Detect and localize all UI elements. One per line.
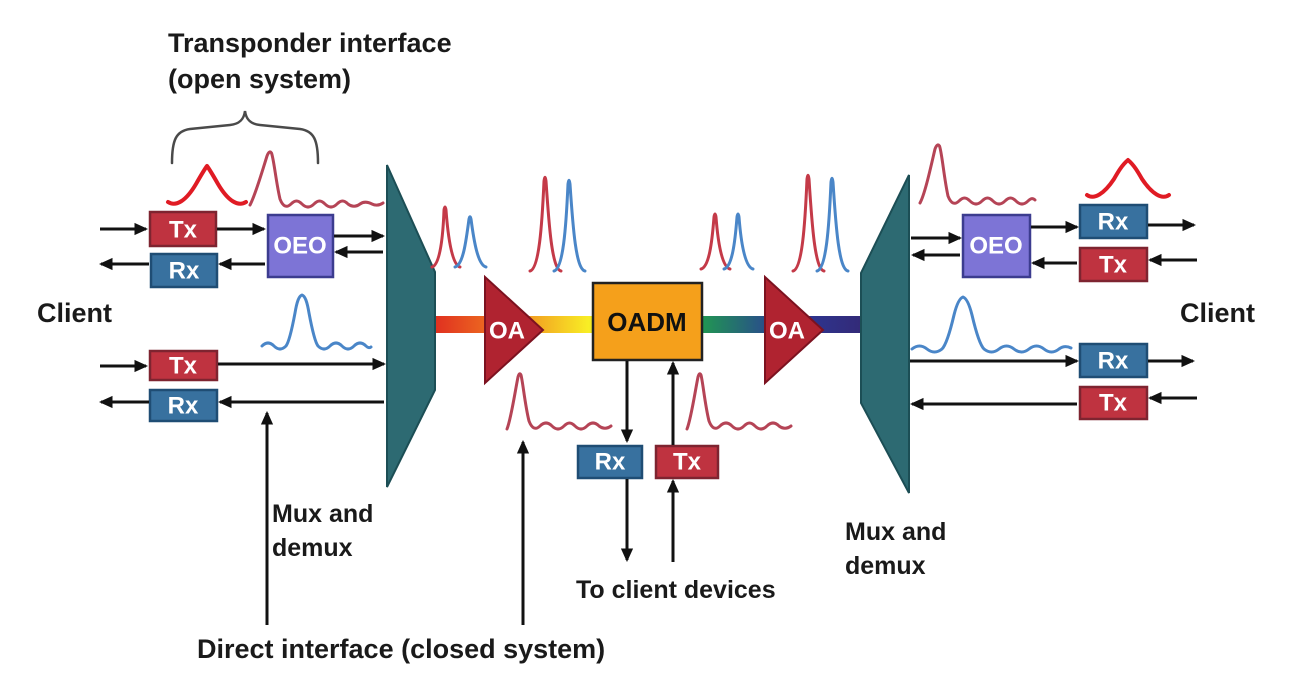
red-spectrum-below-fiber-right (685, 372, 793, 431)
oa-triangle-icon (484, 274, 545, 386)
oadm-box (591, 281, 704, 362)
direct-interface-label: Direct interface (closed system) (197, 634, 605, 664)
oa-label: OA (769, 318, 805, 345)
blue-peak-after-oa2 (815, 176, 850, 273)
tx-box-oadm-add: Tx (654, 444, 720, 480)
oadm-node: OADM (591, 281, 704, 362)
blue-peak-after-mux (453, 215, 488, 269)
oa-triangle-icon (764, 274, 825, 386)
broad-red-spectrum-left (166, 164, 248, 206)
mux-demux-right-trapezoid (860, 174, 910, 494)
mux-demux-left-trapezoid (386, 164, 436, 488)
optical-amplifier-right: OA (764, 274, 825, 386)
tx-box-right-top: Tx (1078, 246, 1149, 283)
to-client-devices-label: To client devices (576, 576, 776, 604)
oeo-label: OEO (969, 233, 1022, 260)
red-peak-after-oadm (699, 212, 732, 271)
rx-label: Rx (168, 393, 199, 420)
tx-box-left-top: Tx (148, 210, 218, 248)
rx-box-oadm-drop: Rx (576, 444, 644, 480)
broad-red-spectrum-right (1085, 158, 1171, 199)
client-label-left: Client (37, 298, 112, 328)
rx-box-left-bottom: Rx (148, 388, 219, 423)
blue-spectrum-right-direct (910, 295, 1073, 354)
tx-box-right-bottom: Tx (1078, 385, 1149, 421)
mux-demux-label-right-line1: Mux and (845, 518, 946, 546)
transponder-interface-title-line1: Transponder interface (168, 28, 452, 58)
rx-label: Rx (595, 449, 626, 476)
oadm-label: OADM (607, 307, 686, 337)
rx-box-right-bottom: Rx (1078, 342, 1149, 379)
optical-amplifier-left: OA (484, 274, 545, 386)
tx-label: Tx (1099, 390, 1128, 417)
blue-spectrum-left-direct (260, 293, 373, 351)
oeo-box-right: OEO (961, 213, 1032, 279)
brace-icon (170, 110, 320, 165)
blue-peak-after-oadm (722, 212, 755, 271)
oeo-label: OEO (273, 233, 326, 260)
rx-label: Rx (1098, 348, 1129, 375)
red-peak-after-oa2 (791, 173, 826, 273)
rx-box-right-top: Rx (1078, 203, 1149, 240)
oeo-box-left: OEO (266, 213, 335, 279)
blue-peak-before-oadm (552, 178, 587, 273)
rx-box-left-top: Rx (149, 252, 219, 289)
tx-label: Tx (1099, 252, 1128, 279)
transponder-interface-title-line2: (open system) (168, 64, 351, 94)
rx-label: Rx (1098, 209, 1129, 236)
mux-demux-label-left-line2: demux (272, 534, 353, 562)
red-peak-after-mux (430, 205, 462, 269)
rx-label: Rx (169, 258, 200, 285)
tx-label: Tx (673, 449, 702, 476)
client-label-right: Client (1180, 298, 1255, 328)
tx-label: Tx (169, 353, 198, 380)
red-peak-before-oadm (528, 175, 563, 273)
tx-label: Tx (169, 217, 198, 244)
narrow-red-spectrum-left-top (248, 150, 385, 209)
tx-box-left-bottom: Tx (148, 349, 219, 382)
oa-label: OA (489, 318, 525, 345)
mux-demux-label-left-line1: Mux and (272, 500, 373, 528)
mux-demux-label-right-line2: demux (845, 552, 926, 580)
narrow-red-spectrum-right-top (918, 143, 1037, 206)
red-spectrum-below-fiber-left (505, 372, 613, 431)
